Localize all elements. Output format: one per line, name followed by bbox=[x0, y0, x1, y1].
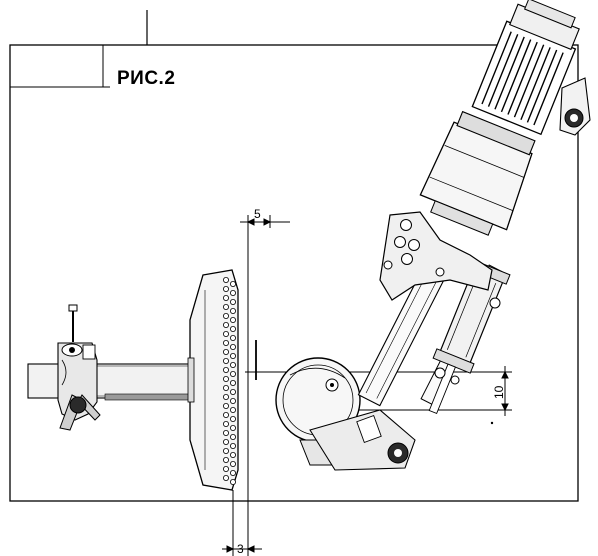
upper-bracket bbox=[379, 211, 493, 301]
dimension-top-label: 5 bbox=[254, 207, 261, 221]
motor-terminal bbox=[559, 77, 591, 136]
flange-bolt-holes bbox=[222, 276, 236, 485]
shaft-body bbox=[27, 363, 194, 399]
small-marker bbox=[490, 421, 494, 425]
frame-border bbox=[9, 44, 579, 502]
threaded-rod bbox=[104, 393, 194, 401]
dimension-bottom-label: 3 bbox=[237, 542, 244, 556]
dimension-5 bbox=[240, 215, 290, 380]
bottom-bracket bbox=[309, 409, 416, 471]
dimension-3 bbox=[222, 378, 262, 556]
flange-disc bbox=[187, 269, 239, 491]
title-box bbox=[10, 45, 104, 88]
pneumatic-cylinder bbox=[428, 259, 511, 415]
electric-motor bbox=[471, 0, 580, 136]
figure-label: РИС.2 bbox=[117, 68, 176, 89]
dimension-right-label: 10 bbox=[492, 385, 506, 399]
gearbox bbox=[419, 110, 536, 236]
left-clamp-assembly bbox=[27, 304, 194, 431]
